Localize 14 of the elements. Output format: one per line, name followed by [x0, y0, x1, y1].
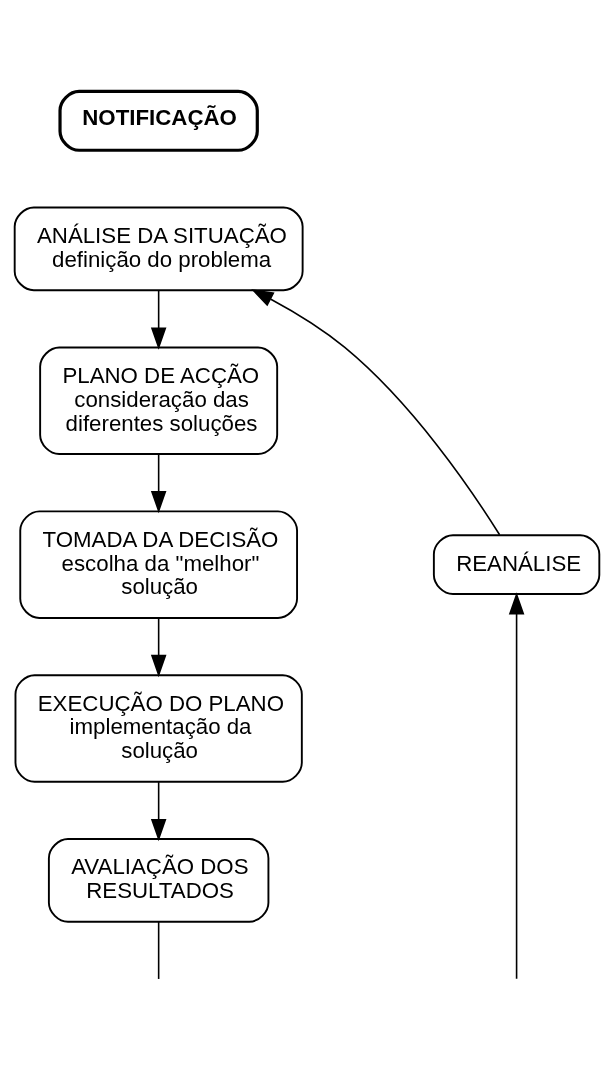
node-box: ANÁLISE DA SITUAÇÃO definição do problema: [13, 206, 304, 291]
connector: [157, 920, 160, 980]
node-box: NOTIFICAÇÃO: [58, 89, 259, 152]
arrow: [150, 616, 167, 677]
node-box: PLANO DE ACÇÃO consideração das diferentes soluções: [39, 346, 279, 455]
arrow: [251, 288, 501, 536]
node-box: TOMADA DA DECISÃO escolha da "melhor" solução: [19, 509, 298, 619]
arrow: [150, 780, 167, 841]
arrow: [508, 591, 525, 980]
node-box: EXECUÇÃO DO PLANO implementação da solução: [14, 673, 303, 783]
arrow: [150, 452, 167, 513]
node-box: REANÁLISE: [432, 533, 601, 595]
arrow: [150, 289, 167, 350]
node-box: AVALIAÇÃO DOS RESULTADOS: [47, 837, 270, 923]
